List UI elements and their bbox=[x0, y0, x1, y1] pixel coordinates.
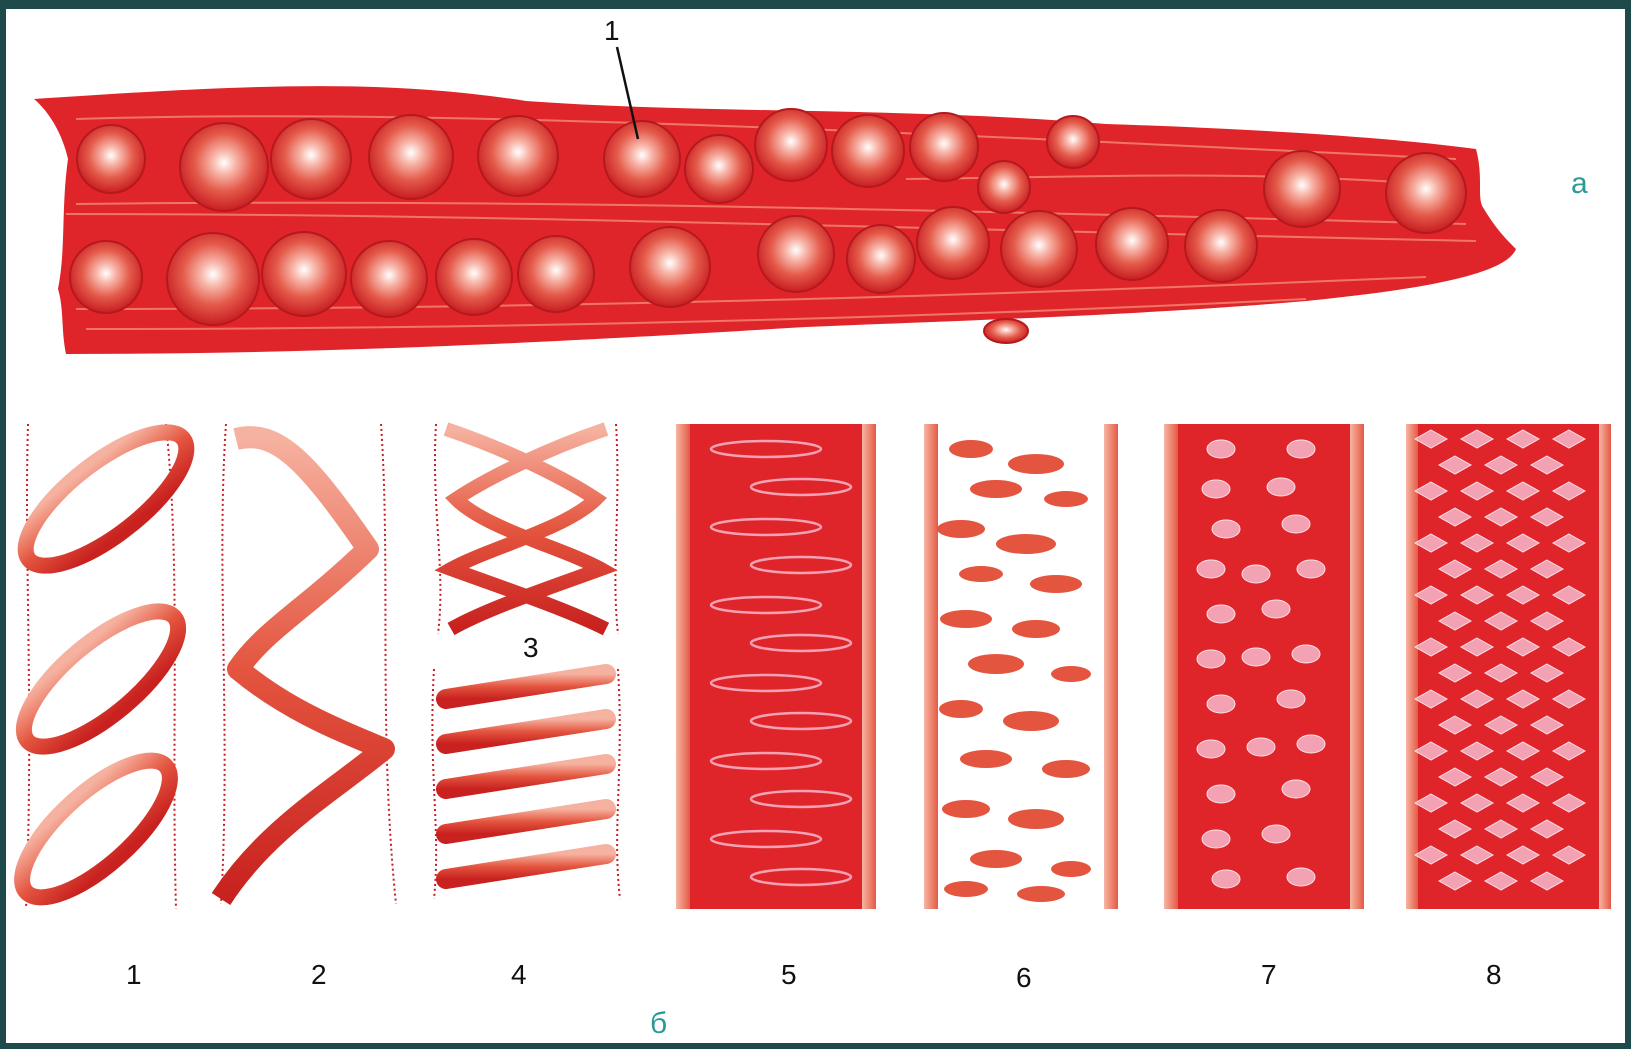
sample-number-2: 2 bbox=[311, 961, 327, 989]
sample-spiral-bands bbox=[432, 669, 620, 899]
sample-number-4: 4 bbox=[511, 961, 527, 989]
sample-number-1: 1 bbox=[126, 961, 142, 989]
longitudinal-vessel bbox=[34, 47, 1516, 354]
figure-frame: 1 а 3 1 2 4 5 6 7 8 б bbox=[6, 9, 1625, 1043]
part-b-label: б bbox=[650, 1009, 667, 1039]
sample-number-6: 6 bbox=[1016, 964, 1032, 992]
helix-label: 3 bbox=[523, 634, 539, 662]
sample-helical bbox=[221, 424, 396, 904]
sample-alternate-pits bbox=[1406, 424, 1611, 909]
part-a-label: а bbox=[1571, 169, 1588, 199]
sample-opposite-pits bbox=[1164, 424, 1364, 909]
sample-annular bbox=[6, 410, 205, 918]
sample-number-8: 8 bbox=[1486, 961, 1502, 989]
sample-number-7: 7 bbox=[1261, 961, 1277, 989]
sample-double-helix bbox=[435, 424, 618, 634]
vessel-diagram bbox=[6, 9, 1625, 1043]
callout-number: 1 bbox=[604, 17, 620, 45]
sample-number-5: 5 bbox=[781, 961, 797, 989]
sample-reticulate bbox=[924, 424, 1118, 909]
sample-scalariform bbox=[676, 424, 876, 909]
